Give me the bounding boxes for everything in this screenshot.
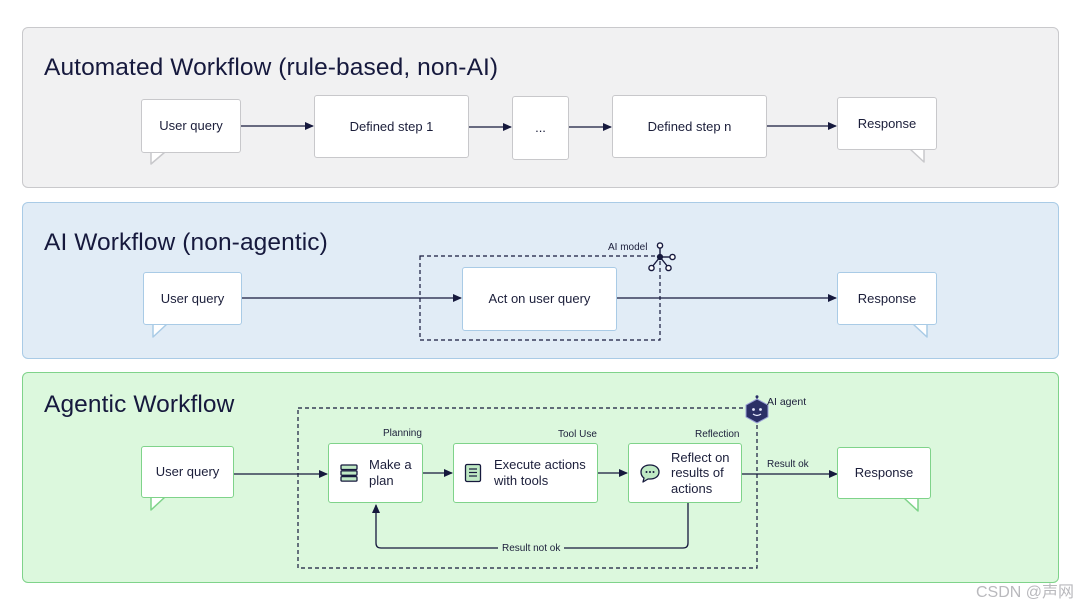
ai-user-query-bubble: User query <box>143 272 242 325</box>
defined-step-1-box: Defined step 1 <box>314 95 469 158</box>
reflect-on-results-box: Reflect on results of actions <box>628 443 742 503</box>
watermark: CSDN @声网 <box>975 584 1074 601</box>
document-list-icon <box>464 463 482 483</box>
reflect-on-results-label: Reflect on results of actions <box>671 449 730 496</box>
agentic-workflow-title: Agentic Workflow <box>44 391 235 418</box>
act-on-user-query-box: Act on user query <box>462 267 617 331</box>
ai-workflow-title: AI Workflow (non-agentic) <box>44 229 328 256</box>
tool-use-label: Tool Use <box>558 429 597 440</box>
ai-response-bubble: Response <box>837 272 937 325</box>
agentic-response-bubble: Response <box>837 447 931 499</box>
ai-user-query-label: User query <box>160 290 225 306</box>
act-on-user-query-label: Act on user query <box>488 291 591 307</box>
ai-agent-label: AI agent <box>767 396 807 408</box>
agentic-user-query-bubble: User query <box>141 446 234 498</box>
execute-actions-label: Execute actions with tools <box>494 457 586 488</box>
ai-model-label: AI model <box>608 242 648 253</box>
result-not-ok-label: Result not ok <box>498 543 565 554</box>
automated-workflow-title: Automated Workflow (rule-based, non-AI) <box>44 54 499 81</box>
ellipsis-step-box: ... <box>512 96 569 160</box>
ellipsis-label: ... <box>535 120 546 136</box>
defined-step-n-label: Defined step n <box>647 118 732 134</box>
defined-step-1-label: Defined step 1 <box>349 118 434 134</box>
ai-response-label: Response <box>857 290 917 306</box>
planning-label: Planning <box>383 428 422 439</box>
result-ok-label: Result ok <box>767 459 809 470</box>
reflection-label: Reflection <box>695 429 740 440</box>
automated-user-query-bubble: User query <box>141 99 241 153</box>
automated-response-label: Response <box>857 115 917 131</box>
agentic-user-query-label: User query <box>155 464 220 480</box>
chat-bubble-icon <box>639 463 661 483</box>
agentic-response-label: Response <box>854 465 914 481</box>
make-a-plan-box: Make a plan <box>328 443 423 503</box>
ai-agent-robot-icon <box>743 395 771 425</box>
make-a-plan-label: Make a plan <box>369 457 412 488</box>
ai-model-network-icon <box>648 242 676 272</box>
database-stack-icon <box>339 463 359 483</box>
automated-response-bubble: Response <box>837 97 937 150</box>
automated-user-query-label: User query <box>159 118 223 134</box>
defined-step-n-box: Defined step n <box>612 95 767 158</box>
execute-actions-box: Execute actions with tools <box>453 443 598 503</box>
